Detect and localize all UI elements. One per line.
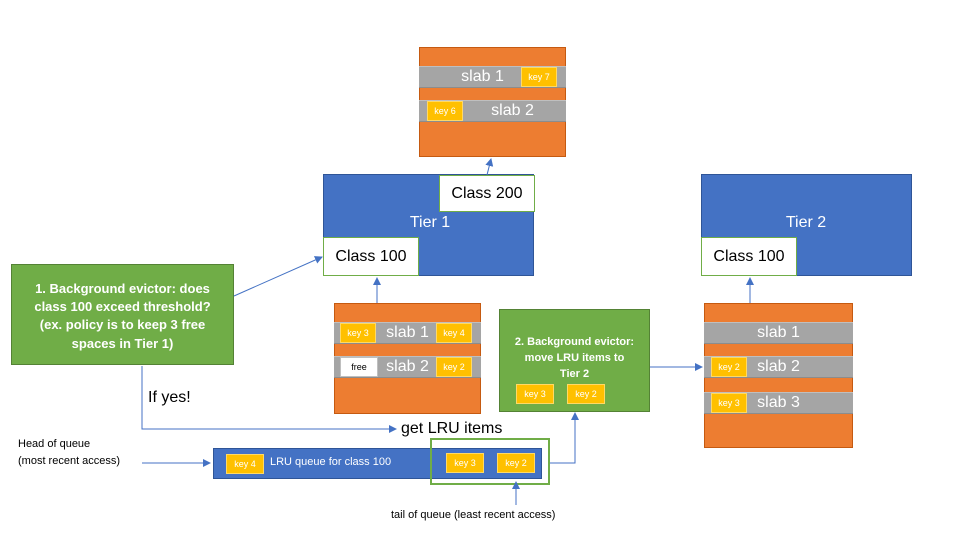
slab-label: slab 2 [757,358,800,375]
note1-line4: spaces in Tier 1) [71,335,174,351]
note2-key-3: key 3 [516,384,554,404]
lru-queue-key-2: key 2 [497,453,535,473]
note1-line3: (ex. policy is to keep 3 free [39,317,206,333]
lru-queue-key-4: key 4 [226,454,264,474]
slab-label: slab 1 [386,324,429,341]
tail-of-queue-label: tail of queue (least recent access) [391,509,556,521]
note-background-evictor-threshold: 1. Background evictor: does class 100 ex… [11,264,234,365]
slab-label: slab 1 [461,68,504,85]
tier2-class100-box: Class 100 [701,237,797,276]
note2-key-2: key 2 [567,384,605,404]
slab-label: slab 3 [757,394,800,411]
if-yes-label: If yes! [148,389,191,406]
tier1-class200-box: Class 200 [439,175,535,212]
head-of-queue-line1: Head of queue [18,438,91,450]
get-lru-items-label: get LRU items [401,420,503,437]
tier1-key-2: key 2 [436,357,472,377]
class200-key-6: key 6 [427,101,463,121]
note2-line3: Tier 2 [559,367,590,380]
slab-label: slab 1 [757,324,800,341]
arrow-if-yes-to-get-lru [141,366,397,433]
lru-tail-highlight [430,438,550,485]
tier2-key-3: key 3 [711,393,747,413]
slab-label: slab 2 [386,358,429,375]
head-of-queue-label: Head of queue (most recent access) [18,436,120,470]
arrow-queue-to-note2 [550,412,579,464]
class200-key-7: key 7 [521,67,557,87]
tier2-slab-1: slab 1 [704,322,853,344]
head-of-queue-line2: (most recent access) [18,455,121,468]
arrow-class200-to-slabs [485,158,494,176]
note1-line1: 1. Background evictor: does [35,281,210,296]
lru-queue-key-3: key 3 [446,453,484,473]
note2-line2: move LRU items to [524,351,625,364]
arrow-note1-to-class100 [233,256,323,297]
lru-queue-bar [213,448,542,479]
note2-line1: 2. Background evictor: [514,336,635,348]
tier1-free-slot: free [340,357,378,377]
lru-queue-label: LRU queue for class 100 [270,456,392,468]
slab-label: slab 2 [491,102,534,119]
tier2-key-2: key 2 [711,357,747,377]
tier1-key-4: key 4 [436,323,472,343]
note1-line2: class 100 exceed threshold? [34,299,211,315]
tier1-class100-box: Class 100 [323,237,419,276]
tier1-key-3: key 3 [340,323,376,343]
tier1-title: Tier 1 [409,214,451,231]
tier2-title: Tier 2 [785,214,827,231]
